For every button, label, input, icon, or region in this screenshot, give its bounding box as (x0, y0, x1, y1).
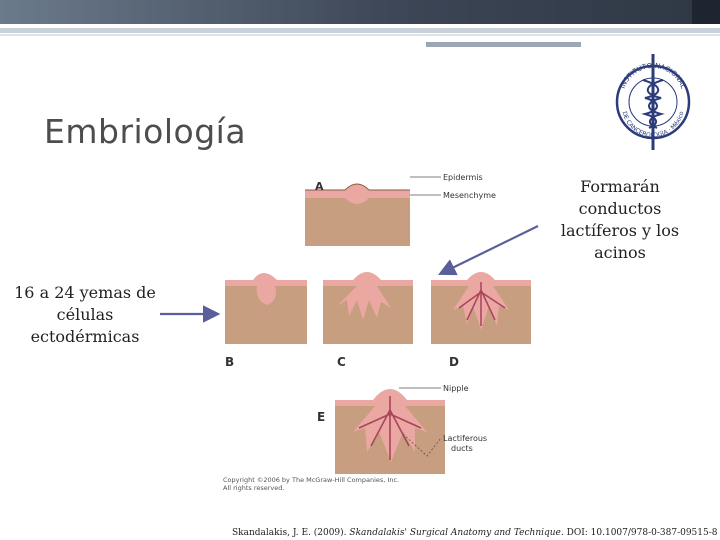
top-banner-accent (692, 0, 720, 24)
copyright-line-1: Copyright ©2006 by The McGraw-Hill Compa… (223, 476, 399, 484)
slide-title: Embriología (44, 112, 246, 151)
callout-lactiferous: Formarán conductos lactíferos y los acin… (540, 176, 700, 264)
mammary-development-diagram: A Epidermis Mesenchyme B C D E Nipple La… (205, 160, 560, 495)
header-rule-accent (426, 42, 581, 47)
panel-c: C (323, 272, 413, 369)
copyright-line-2: All rights reserved. (223, 484, 284, 492)
citation-prefix: Skandalakis, J. E. (2009). (232, 528, 349, 538)
label-mesenchyme: Mesenchyme (443, 191, 496, 200)
panel-label-a: A (315, 180, 324, 193)
label-lactiferous: Lactiferous (443, 434, 487, 443)
panel-label-c: C (337, 355, 346, 369)
top-banner (0, 0, 720, 24)
panel-a: A Epidermis Mesenchyme (305, 173, 496, 246)
panel-label-e: E (317, 410, 325, 424)
panel-d: D (431, 272, 531, 369)
panel-label-d: D (449, 355, 459, 369)
panel-b: B (225, 273, 307, 369)
header-rule-thin (0, 34, 720, 36)
institution-logo: INSTITUTO NACIONAL DE CANCEROLOGÍA · Méx… (614, 50, 692, 154)
label-epidermis: Epidermis (443, 173, 483, 182)
panel-e: E Nipple Lactiferous ducts (317, 384, 487, 474)
citation: Skandalakis, J. E. (2009). Skandalakis' … (232, 528, 718, 538)
panel-label-b: B (225, 355, 234, 369)
citation-book: Skandalakis' Surgical Anatomy and Techni… (349, 528, 560, 538)
header-rule (0, 28, 720, 33)
label-ducts: ducts (451, 444, 473, 453)
citation-suffix: . DOI: 10.1007/978-0-387-09515-8 (561, 528, 718, 538)
label-nipple: Nipple (443, 384, 469, 393)
callout-buds: 16 a 24 yemas de células ectodérmicas (10, 282, 160, 348)
